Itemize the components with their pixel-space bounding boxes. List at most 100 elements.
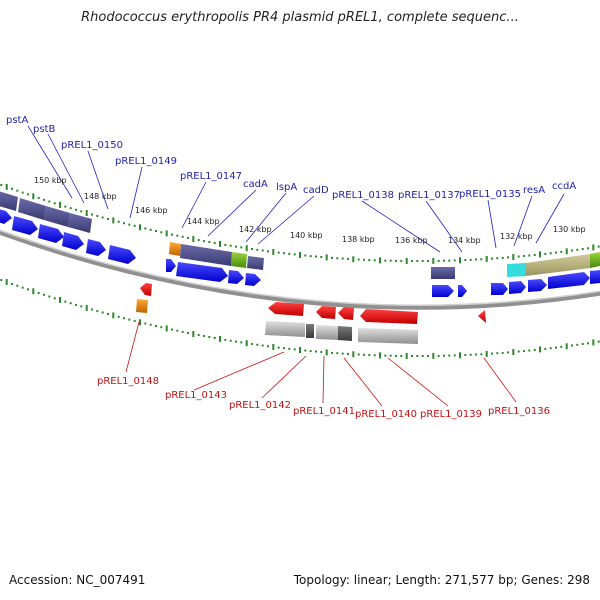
tick-major <box>59 201 61 208</box>
gene-arrow-reverse[interactable] <box>338 307 354 320</box>
cds-block[interactable] <box>68 213 92 233</box>
tick-minor <box>21 286 24 289</box>
tick-major <box>5 183 8 190</box>
gene-label[interactable]: pREL1_0149 <box>115 156 177 167</box>
gene-arrow-forward[interactable] <box>108 245 136 264</box>
cds-block[interactable] <box>431 267 455 279</box>
gene-label[interactable]: pREL1_0147 <box>180 171 242 182</box>
cds-block-grey[interactable] <box>358 328 418 344</box>
gene-arrow-forward[interactable] <box>62 232 84 250</box>
gene-label[interactable]: lspA <box>276 182 297 193</box>
gene-arrow-forward[interactable] <box>86 239 106 256</box>
gene-label[interactable]: pREL1_0136 <box>488 406 550 417</box>
tick-minor <box>101 311 104 314</box>
cds-block[interactable] <box>18 198 46 220</box>
gene-label[interactable]: pREL1_0142 <box>229 400 291 411</box>
tick-minor <box>117 315 120 318</box>
tick-minor <box>0 279 3 281</box>
tick-minor <box>171 233 173 236</box>
tick-minor <box>421 260 424 262</box>
gene-label[interactable]: ccdA <box>552 181 576 192</box>
tick-minor <box>549 252 552 255</box>
cds-block-orange[interactable] <box>136 299 148 313</box>
gene-label[interactable]: pREL1_0143 <box>165 390 227 401</box>
gene-label[interactable]: resA <box>523 185 545 196</box>
tick-major <box>352 256 355 263</box>
gene-arrow-forward[interactable] <box>509 281 526 294</box>
gene-arrow-reverse[interactable] <box>360 309 418 324</box>
gene-label[interactable]: pREL1_0140 <box>355 409 417 420</box>
cds-block-dark[interactable] <box>306 324 314 338</box>
tick-minor <box>315 255 317 258</box>
gene-arrow-forward[interactable] <box>590 270 600 284</box>
tick-major <box>32 193 35 200</box>
gene-arrow-forward[interactable] <box>0 208 12 224</box>
gene-label[interactable]: pREL1_0137 <box>398 190 460 201</box>
cds-block[interactable] <box>180 244 232 266</box>
tick-minor <box>581 248 584 250</box>
gene-label[interactable]: pREL1_0150 <box>61 140 123 151</box>
gene-arrow-forward[interactable] <box>491 283 508 295</box>
gene-label[interactable]: pREL1_0141 <box>293 406 355 417</box>
gene-label[interactable]: cadA <box>243 179 268 190</box>
cds-block-orange[interactable] <box>169 242 181 256</box>
gene-arrow-forward[interactable] <box>38 224 64 243</box>
tick-label: 146 kbp <box>135 206 168 215</box>
cds-block[interactable] <box>247 256 264 270</box>
gene-arrow-reverse[interactable] <box>268 302 304 316</box>
gene-arrow-reverse[interactable] <box>478 310 486 323</box>
gene-label[interactable]: cadD <box>303 185 329 196</box>
gene-label[interactable]: pREL1_0138 <box>332 190 394 201</box>
leader-lines-top <box>27 125 565 253</box>
tick-label: 138 kbp <box>342 235 375 244</box>
tick-minor <box>427 355 429 357</box>
tick-minor <box>293 348 296 351</box>
cds-block-dark[interactable] <box>338 326 352 341</box>
tick-major <box>459 352 461 359</box>
gene-arrow-reverse[interactable] <box>140 283 152 296</box>
tick-minor <box>533 349 536 351</box>
tick-minor <box>69 207 72 210</box>
gene-label[interactable]: pREL1_0148 <box>97 376 159 387</box>
tick-minor <box>128 318 131 321</box>
tick-minor <box>224 243 227 246</box>
cds-block[interactable] <box>0 190 18 211</box>
gene-arrow-forward[interactable] <box>166 259 176 272</box>
cds-block-green[interactable] <box>590 252 600 268</box>
tick-label: 140 kbp <box>290 231 323 240</box>
tick-minor <box>560 250 563 253</box>
gene-arrow-forward[interactable] <box>176 262 228 282</box>
tick-minor <box>357 258 360 261</box>
gene-arrow-reverse[interactable] <box>316 306 336 319</box>
tick-minor <box>235 340 237 343</box>
tick-minor <box>475 353 477 356</box>
tick-minor <box>336 257 339 260</box>
tick-minor <box>37 292 40 294</box>
gene-arrow-forward[interactable] <box>228 270 244 284</box>
tick-minor <box>251 248 253 250</box>
tick-minor <box>75 208 77 211</box>
gene-arrow-forward[interactable] <box>12 216 38 235</box>
cds-block-grey[interactable] <box>265 321 305 337</box>
gene-label[interactable]: pREL1_0135 <box>459 189 521 200</box>
tick-minor <box>133 319 136 322</box>
cds-block-grey[interactable] <box>316 325 338 340</box>
gene-arrow-forward[interactable] <box>245 273 261 286</box>
cds-block-olive[interactable] <box>526 254 590 276</box>
tick-minor <box>107 313 109 315</box>
gene-arrow-forward[interactable] <box>432 285 454 297</box>
gene-arrow-forward[interactable] <box>528 279 547 292</box>
tick-minor <box>443 259 445 262</box>
gene-arrow-forward[interactable] <box>458 285 467 297</box>
cds-block-cyan[interactable] <box>507 263 526 277</box>
tick-minor <box>453 354 456 357</box>
gene-arrow-forward[interactable] <box>548 272 590 289</box>
tick-minor <box>395 259 397 262</box>
gene-label[interactable]: pstA <box>6 115 28 126</box>
gene-label[interactable]: pstB <box>33 124 55 135</box>
cds-block[interactable] <box>44 206 70 227</box>
tick-minor <box>43 293 45 296</box>
gene-label[interactable]: pREL1_0139 <box>420 409 482 420</box>
tick-minor <box>347 257 349 260</box>
cds-block-green[interactable] <box>231 252 247 268</box>
